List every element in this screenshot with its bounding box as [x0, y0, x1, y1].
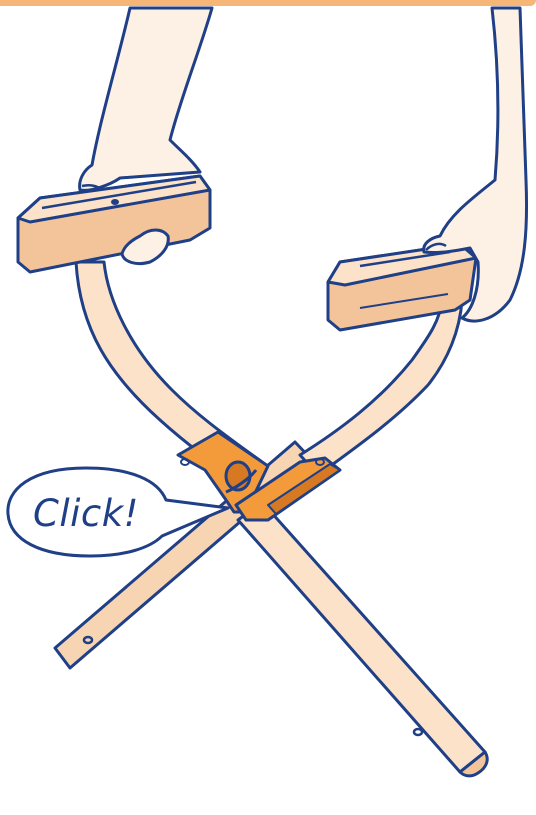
front-leg	[238, 502, 487, 776]
left-armrest	[18, 176, 210, 272]
front-leg-bolt-hole-icon	[414, 729, 422, 735]
callout-label: Click!	[33, 492, 139, 535]
right-arm-support	[300, 300, 462, 475]
armrest-bolt-icon	[111, 199, 119, 205]
